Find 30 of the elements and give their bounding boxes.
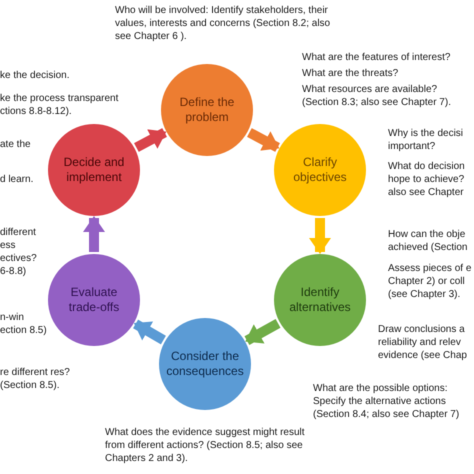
block-arrow (309, 218, 331, 254)
stage-label: Consider the consequences (165, 349, 245, 379)
stage-label: Clarify objectives (292, 155, 348, 185)
note-text: How can the obje achieved (Section (388, 228, 468, 254)
block-arrow (244, 318, 280, 346)
note-text: Why is the decisi important? (388, 127, 464, 153)
note-text: Draw conclusions a reliability and relev evidence (see Chap (378, 323, 468, 362)
note-text: Who will be involved: Identify stakeholders, their values, interests and concerns (Section 8.2; also see Chapter 6 ). (115, 4, 332, 43)
note-text: d learn. (0, 173, 34, 186)
note-text: What do decision hope to achieve? also see Chapter (388, 160, 466, 199)
note-text: n-win ection 8.5) (0, 311, 48, 337)
stage-label: Evaluate trade-offs (68, 285, 120, 315)
block-arrow (134, 128, 167, 152)
note-text: ke the decision. (0, 69, 70, 82)
block-arrow (83, 216, 105, 252)
note-text: different ess ectives? 6-8.8) (0, 226, 38, 278)
note-text: What are the threats? (302, 67, 400, 80)
block-arrow (133, 320, 166, 344)
note-text: What resources are available? (Section 8.3; also see Chapter 7). (302, 83, 452, 109)
note-text: Assess pieces of e Chapter 2) or coll (see Chapter 3). (388, 262, 472, 301)
block-arrow (247, 128, 280, 152)
note-text: ate the (0, 138, 32, 151)
stage-label: Identify alternatives (288, 285, 352, 315)
note-text: What are the possible options: Specify the alternative actions (Section 8.4; also see Chapter 7) (313, 382, 460, 421)
note-text: What are the features of interest? (302, 51, 452, 64)
stage-label: Decide and implement (62, 155, 126, 185)
stage-label: Define the problem (178, 95, 236, 125)
note-text: ke the process transparent ctions 8.8-8.12). (0, 92, 120, 118)
note-text: re different res? (Section 8.5). (0, 366, 71, 392)
note-text: What does the evidence suggest might result from different actions? (Section 8.5; also see Chapters 2 and 3). (105, 426, 305, 465)
